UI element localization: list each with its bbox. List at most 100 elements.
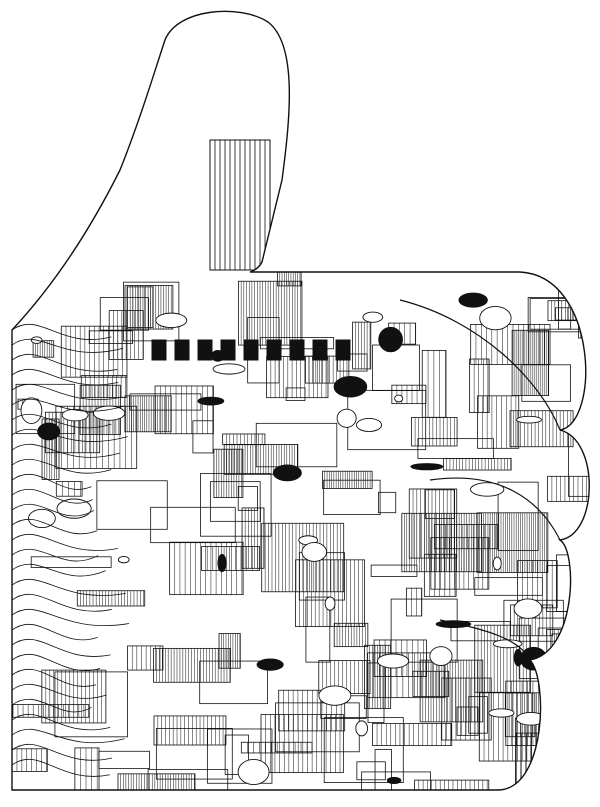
machine-block — [126, 286, 154, 328]
machine-block — [88, 330, 133, 344]
machine-block — [192, 420, 214, 454]
window — [289, 339, 305, 361]
machine-gear — [376, 653, 410, 669]
machine-gear — [336, 408, 357, 428]
machine-gear — [28, 508, 56, 529]
machine-gear — [256, 658, 284, 671]
machine-block — [222, 433, 266, 446]
machine-block — [521, 364, 571, 402]
flow-line — [12, 384, 123, 401]
window — [151, 339, 167, 361]
machine-gear — [272, 464, 302, 482]
machine-block — [497, 481, 539, 551]
window — [174, 339, 190, 361]
machine-block — [266, 355, 329, 399]
flow-line — [12, 338, 124, 353]
machine-block — [200, 473, 272, 537]
machine-block — [209, 481, 261, 522]
machine-block — [370, 564, 418, 577]
window — [243, 339, 259, 361]
machine-block — [155, 727, 233, 780]
machine-block — [260, 714, 344, 774]
window — [220, 339, 236, 361]
machine-block — [478, 692, 548, 762]
machine-block — [74, 747, 100, 790]
flow-line — [12, 428, 128, 442]
machine-block — [218, 633, 241, 669]
machine-block — [356, 761, 386, 781]
machine-block — [55, 481, 83, 497]
machine-gear — [37, 422, 61, 441]
flow-line — [12, 744, 113, 761]
machine-block — [372, 344, 420, 391]
machine-block — [417, 438, 494, 459]
machine-block — [169, 541, 244, 596]
flow-line — [12, 759, 110, 777]
flow-line — [12, 459, 112, 474]
machine-block — [361, 771, 431, 790]
machine-block — [127, 645, 164, 671]
flow-line — [12, 698, 92, 713]
machine-gear — [479, 305, 512, 331]
machine-block — [474, 577, 543, 596]
flow-line — [12, 444, 120, 458]
machine-gear — [333, 376, 368, 398]
flow-line — [12, 668, 97, 687]
machine-block — [408, 488, 458, 559]
flow-line — [12, 414, 112, 429]
machine-block — [391, 384, 427, 405]
machine-block — [153, 715, 227, 746]
machine-block — [456, 706, 479, 736]
machine-gear — [513, 598, 543, 619]
machine-gear — [516, 415, 542, 424]
flow-line — [12, 548, 99, 562]
machine-block — [555, 307, 584, 321]
machine-gear — [435, 620, 472, 628]
machine-block — [30, 556, 112, 568]
machine-block — [411, 417, 458, 447]
window — [197, 339, 213, 361]
machine-block — [278, 689, 346, 732]
machine-gear — [61, 408, 89, 422]
machine-gear — [318, 685, 352, 706]
flow-line — [12, 563, 106, 577]
window — [312, 339, 328, 361]
machine-block — [76, 590, 146, 607]
machine-gear — [362, 311, 384, 323]
machine-block — [117, 773, 196, 790]
machine-block — [514, 717, 590, 786]
machine-block — [405, 587, 423, 617]
flow-line — [12, 653, 101, 671]
machine-gear — [237, 758, 270, 786]
machine-gear — [355, 720, 368, 737]
machine-gear — [546, 721, 578, 748]
machine-block — [154, 385, 214, 435]
machine-block — [41, 418, 60, 480]
machine-gear — [197, 396, 225, 406]
flow-line — [12, 369, 119, 386]
machine-gear — [410, 463, 444, 471]
machine-block — [551, 633, 580, 652]
machine-gear — [458, 292, 488, 308]
flow-line — [12, 639, 111, 657]
machine-block — [150, 506, 236, 544]
machine-gear — [492, 556, 502, 571]
flow-line — [12, 684, 107, 699]
machine-gear — [394, 394, 404, 403]
machine-block — [476, 512, 549, 573]
flow-line — [12, 488, 93, 504]
machine-gear — [217, 553, 227, 573]
machine-gear — [542, 734, 573, 752]
window — [266, 339, 282, 361]
machine-block — [285, 387, 306, 401]
flow-line — [12, 578, 126, 596]
flow-line — [12, 398, 125, 412]
flow-line — [12, 623, 98, 641]
machine-gear — [378, 326, 403, 353]
machine-gear — [429, 646, 453, 666]
flow-line — [12, 473, 92, 490]
machine-gear — [513, 649, 523, 667]
machine-gear — [92, 405, 126, 421]
machine-gear — [355, 418, 383, 432]
